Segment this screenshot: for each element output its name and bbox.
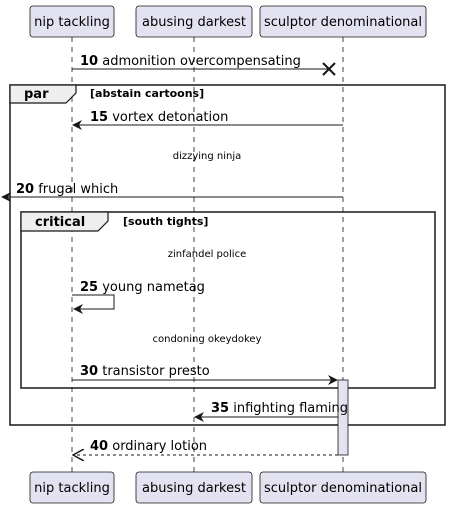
participant-label: abusing darkest [142,481,246,496]
participant-nip-tackling-bottom[interactable]: nip tackling [29,471,115,504]
svg-text:35 infighting flaming: 35 infighting flaming [211,401,348,416]
divider-label: zinfandel police [168,249,246,260]
svg-text:30 transistor presto: 30 transistor presto [80,364,210,379]
message-35[interactable]: 35 infighting flaming [194,401,348,422]
participant-label: nip tackling [34,481,110,496]
participant-sculptor-denominational-top[interactable]: sculptor denominational [259,5,427,38]
frame-keyword: par [24,87,49,102]
divider-label: dizzying ninja [173,151,242,162]
message-10[interactable]: 10 admonition overcompensating [72,54,336,76]
message-40[interactable]: 40 ordinary lotion [73,439,338,455]
svg-text:20 frugal which: 20 frugal which [16,182,118,197]
divider-label: condoning okeydokey [153,334,262,345]
frame-condition: [south tights] [123,215,208,228]
participant-sculptor-denominational-bottom[interactable]: sculptor denominational [259,471,427,504]
activation-bar [337,379,349,456]
frame-critical: critical [south tights] [20,211,436,389]
participant-abusing-darkest-top[interactable]: abusing darkest [135,5,253,38]
svg-text:25 young nametag: 25 young nametag [80,280,205,295]
participant-nip-tackling-top[interactable]: nip tackling [29,5,115,38]
frame-keyword: critical [35,215,85,230]
participant-label: nip tackling [34,15,110,30]
frame-condition: [abstain cartoons] [90,87,204,100]
destroy-x-icon [322,62,336,76]
message-30[interactable]: 30 transistor presto [72,364,338,385]
participant-abusing-darkest-bottom[interactable]: abusing darkest [135,471,253,504]
participant-label: sculptor denominational [264,15,422,30]
message-25[interactable]: 25 young nametag [72,280,205,314]
svg-text:15 vortex detonation: 15 vortex detonation [90,110,228,125]
message-20[interactable]: 20 frugal which [1,182,343,202]
message-15[interactable]: 15 vortex detonation [72,110,343,130]
svg-text:40 ordinary lotion: 40 ordinary lotion [90,439,207,454]
participant-label: abusing darkest [142,15,246,30]
participant-label: sculptor denominational [264,481,422,496]
svg-text:10 admonition overcompensating: 10 admonition overcompensating [80,54,301,69]
frame-par: par [abstain cartoons] [9,84,446,426]
